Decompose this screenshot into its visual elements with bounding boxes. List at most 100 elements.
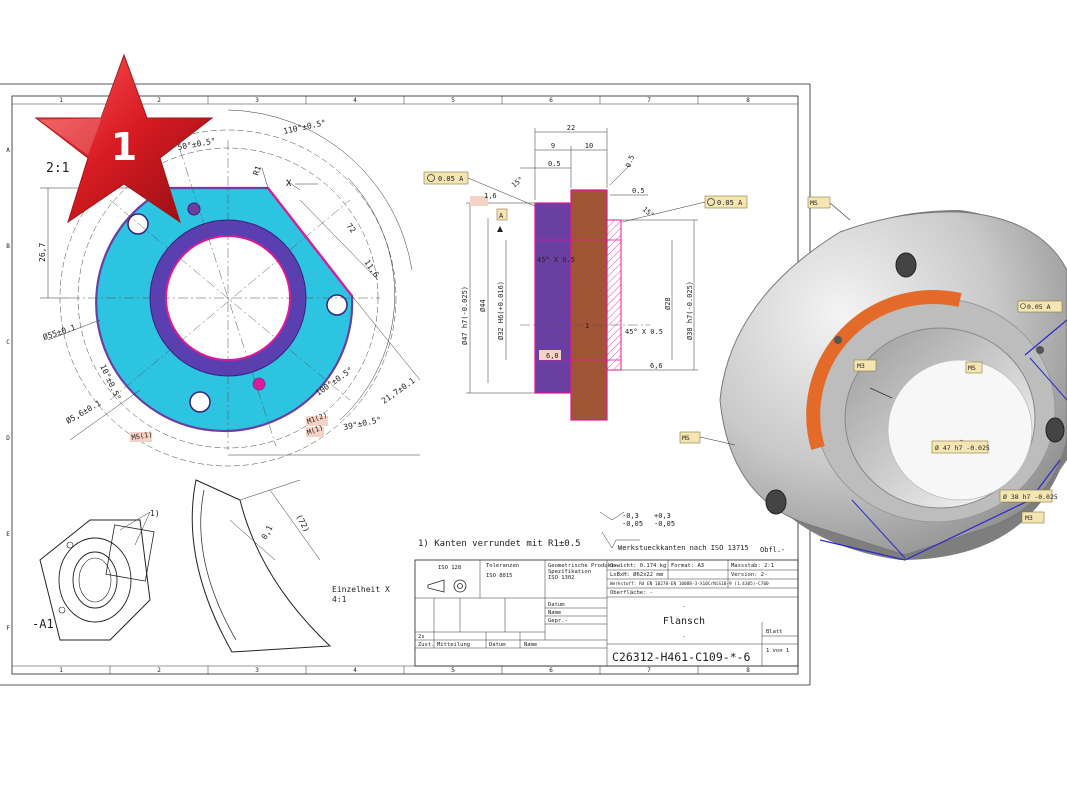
- detail-marker: X: [286, 179, 292, 189]
- bolt-hole: [189, 391, 211, 413]
- leader-line: [621, 201, 706, 223]
- center-line: [109, 199, 351, 401]
- dim-0-5: 0.5: [548, 160, 561, 168]
- measure-line: [851, 499, 906, 559]
- measure-line: [1024, 319, 1067, 356]
- dim-dia38: Ø38 h7(-0.025): [686, 281, 694, 340]
- section-view: 0.05 A 0.05 A A 1,6 6,8 6,6 22 9 10 0.5 …: [423, 124, 748, 421]
- dim-22: 22: [567, 124, 575, 132]
- projection-circle-icon: [453, 579, 467, 593]
- annotation-tag-bg: [306, 427, 324, 437]
- dim-dia47: Ø47 h7(-0.025): [461, 286, 469, 345]
- grid-label-left: D: [6, 435, 10, 442]
- detail-edge: [200, 489, 237, 641]
- dim-angle-110: 110°±0.5°: [283, 118, 327, 136]
- roughness-bottom: 6,8: [546, 352, 559, 360]
- star-shine: [40, 58, 124, 155]
- dim-dia56: Ø5,6±0.1: [64, 398, 103, 426]
- datum-letter: A: [499, 212, 504, 220]
- chamfer-note: 45° X 0.5: [625, 328, 663, 336]
- leader-arrow: [869, 387, 893, 399]
- annotation-tag-bg: [130, 432, 152, 442]
- model-tag-bg: [807, 196, 831, 209]
- leader-line: [119, 511, 151, 531]
- iso-hole: [58, 606, 66, 614]
- threaded-hole: [187, 202, 201, 216]
- tb-part-number: C26312-H461-C109-*-6: [612, 650, 751, 664]
- grid-label-top: 8: [746, 97, 750, 104]
- model-tag-gdt: 0.05 A: [1027, 303, 1051, 311]
- annotation-tag-bg: [306, 416, 328, 426]
- title-block-frame: [414, 559, 799, 667]
- dim-72: 72: [344, 222, 357, 235]
- tb-name: Name: [548, 610, 561, 616]
- grid-label-left: F: [6, 625, 10, 632]
- tb-of: 1 von 1: [766, 648, 789, 654]
- leader-line: [699, 436, 736, 446]
- tb-dash: -: [682, 604, 685, 610]
- 3d-model-view: MS 0.05 A M3 MS MS Ø 47 h7 -0.025 Ø 38 h…: [679, 196, 1067, 561]
- section-outline: [534, 202, 572, 394]
- tb-format: Format: A3: [671, 563, 704, 569]
- dim-1: 1: [585, 322, 589, 330]
- angle-15: 15°: [641, 205, 656, 219]
- drawing-sheet: 1 2 3 4 5 6 7 8 1 2 3 4 5 6 7 8 A B C D …: [0, 83, 811, 686]
- detail-dim-01: 0,1: [260, 524, 275, 541]
- highlighted-face-orange: [806, 290, 962, 450]
- bolt-hole-3d: [1045, 417, 1065, 443]
- bolt-hole-3d: [765, 489, 787, 515]
- grid-label-bottom: 5: [451, 667, 455, 674]
- tb-zust: Zust.: [418, 642, 435, 648]
- dim-dia28: Ø28: [664, 297, 672, 310]
- grid-label-top: 7: [647, 97, 651, 104]
- model-tag-ms: MS: [968, 364, 976, 372]
- angle-arc: [227, 109, 413, 271]
- projection-cone-icon: [427, 579, 445, 593]
- datum-triangle: [497, 226, 503, 232]
- dimension-line: [351, 295, 421, 381]
- edge-symbol: [599, 511, 625, 521]
- dim-dia44: Ø44: [479, 299, 487, 312]
- tb-size: LxBxH: Ø62x22 mm: [610, 571, 664, 578]
- bolt-hole-3d: [895, 252, 917, 278]
- dim-r1: R1: [251, 164, 263, 176]
- tb-blatt: Blatt: [766, 629, 783, 635]
- grid-label-bottom: 2: [157, 667, 161, 674]
- section-hub: [606, 219, 622, 371]
- grid-label-top: 1: [59, 97, 63, 104]
- isometric-line-view: 1) -A1: [32, 509, 160, 641]
- grid-label-bottom: 4: [353, 667, 357, 674]
- model-tag-bg: [1021, 511, 1045, 524]
- edge-tol: +0,3: [654, 512, 671, 520]
- bore-inner-3d: [887, 359, 1033, 501]
- grid-label-left: E: [6, 531, 10, 538]
- edge-tol: -0,05: [654, 520, 675, 528]
- model-tag-bg: [853, 359, 877, 372]
- edge-tol: -0,05: [622, 520, 643, 528]
- edge-iso-note: Werkstueckkanten nach ISO 13715: [618, 544, 749, 552]
- annotation-ms: MS(1): [131, 430, 153, 442]
- model-tag-bg: [999, 489, 1053, 503]
- dimension-line: [299, 199, 379, 281]
- measure-line: [1029, 357, 1067, 401]
- edge-tol: -0,3: [622, 512, 639, 520]
- projection-circle-icon: [457, 583, 463, 589]
- leader-line: [261, 167, 269, 189]
- runout-icon: [1020, 303, 1026, 309]
- angle-15: 15°: [510, 175, 525, 189]
- iso-label: -A1: [32, 617, 54, 631]
- angle-arc: [339, 177, 395, 421]
- model-tag-m3: M3: [1025, 514, 1033, 522]
- dim-10: 10: [585, 142, 593, 150]
- tb-scale: Massstab: 2:1: [731, 563, 774, 569]
- badge-number: 1: [111, 125, 137, 169]
- grid-label-bottom: 8: [746, 667, 750, 674]
- tb-iso: ISO 128: [438, 565, 461, 571]
- iso-hole: [66, 541, 74, 549]
- dim-dia55: Ø55±0.1: [42, 322, 77, 342]
- iso-flat: [105, 524, 155, 582]
- tb-gepr: Gepr.-: [548, 618, 568, 624]
- model-tag-m3: M3: [857, 362, 865, 370]
- measure-line: [819, 459, 1061, 561]
